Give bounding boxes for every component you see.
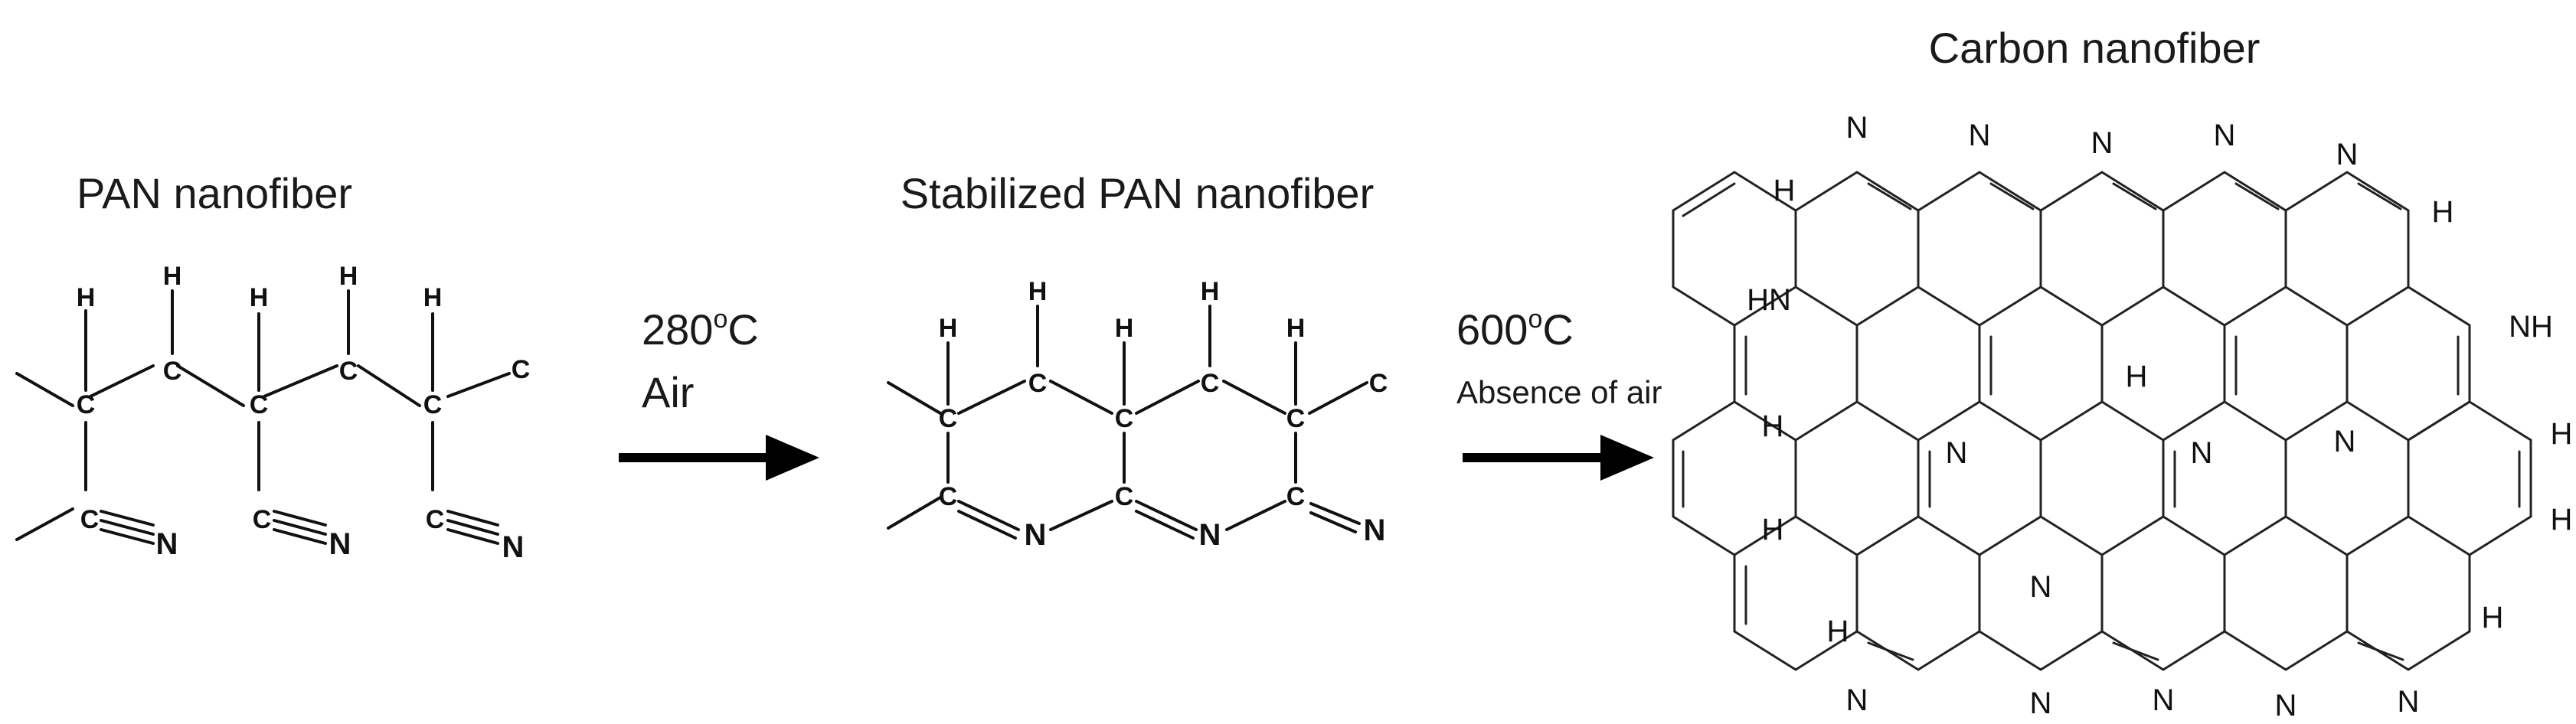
svg-text:H: H — [1762, 409, 1784, 443]
svg-text:N: N — [2214, 119, 2236, 152]
stabilized-pan-structure: H H H H H C C C C C C C C C N N N — [887, 277, 1388, 552]
svg-text:H: H — [1773, 174, 1796, 207]
carbon-nanofiber-title: Carbon nanofiber — [1929, 24, 2261, 72]
svg-text:C: C — [1115, 482, 1134, 511]
pan-nanofiber-title: PAN nanofiber — [77, 169, 352, 217]
step-2-conditions: 600oC Absence of air — [1456, 305, 1662, 410]
svg-text:N: N — [2275, 689, 2297, 722]
step-1-atmosphere: Air — [642, 368, 694, 416]
pan-structure: H H H H H C C C C C C C C C N N N — [15, 262, 531, 564]
svg-text:C: C — [1286, 404, 1306, 433]
svg-text:C: C — [1028, 369, 1048, 398]
svg-text:N: N — [2191, 436, 2213, 470]
svg-text:N: N — [2153, 683, 2175, 717]
svg-text:N: N — [2334, 425, 2356, 458]
svg-text:N: N — [2030, 686, 2052, 720]
svg-text:H: H — [939, 314, 958, 343]
svg-text:N: N — [502, 530, 525, 564]
svg-text:C: C — [77, 390, 96, 419]
svg-text:H: H — [1115, 314, 1134, 343]
step-2-temperature: 600oC — [1456, 305, 1574, 354]
svg-text:C: C — [939, 482, 958, 511]
svg-text:C: C — [339, 357, 358, 386]
svg-text:N: N — [2336, 138, 2359, 171]
svg-text:C: C — [163, 357, 182, 386]
svg-text:NH: NH — [2509, 310, 2553, 344]
svg-text:H: H — [1028, 277, 1048, 306]
svg-text:H: H — [77, 283, 96, 312]
svg-text:C: C — [512, 355, 531, 384]
svg-text:H: H — [423, 283, 443, 312]
svg-text:C: C — [253, 505, 272, 534]
svg-text:C: C — [250, 390, 269, 419]
svg-text:N: N — [156, 527, 178, 561]
svg-text:C: C — [1369, 369, 1388, 398]
svg-text:H: H — [1827, 615, 1849, 648]
svg-text:N: N — [1199, 518, 1221, 552]
step-1-temperature: 280oC — [642, 305, 759, 354]
stabilized-pan-title: Stabilized PAN nanofiber — [901, 169, 1374, 217]
svg-text:N: N — [1364, 514, 1386, 547]
svg-text:H: H — [163, 262, 182, 291]
svg-text:H: H — [2126, 360, 2148, 393]
step-2-arrow — [1463, 435, 1654, 481]
svg-text:N: N — [2091, 126, 2113, 160]
svg-text:H: H — [2432, 195, 2454, 229]
svg-text:C: C — [1201, 369, 1220, 398]
svg-text:N: N — [1969, 119, 1991, 152]
svg-text:N: N — [1846, 683, 1868, 717]
svg-text:C: C — [939, 404, 958, 433]
svg-text:H: H — [1201, 277, 1220, 306]
svg-text:H: H — [250, 283, 269, 312]
svg-text:C: C — [1286, 482, 1306, 511]
svg-text:H: H — [1286, 314, 1306, 343]
svg-text:H: H — [2551, 503, 2573, 536]
step-1-arrow — [619, 435, 819, 481]
svg-text:C: C — [1115, 404, 1134, 433]
svg-text:N: N — [1025, 518, 1047, 552]
step-2-atmosphere: Absence of air — [1456, 374, 1662, 410]
svg-text:C: C — [423, 390, 443, 419]
svg-text:N: N — [1946, 436, 1968, 470]
svg-text:N: N — [1846, 111, 1868, 145]
svg-text:HN: HN — [1747, 283, 1791, 317]
svg-text:C: C — [80, 505, 100, 534]
carbon-nanofiber-structure: N N N N N H H HN NH H H H H H N N N N H … — [1672, 111, 2573, 722]
svg-text:H: H — [2551, 417, 2573, 451]
svg-text:N: N — [329, 527, 351, 561]
svg-text:N: N — [2030, 570, 2052, 604]
svg-text:H: H — [339, 262, 358, 291]
svg-text:C: C — [426, 505, 445, 534]
svg-text:N: N — [2398, 685, 2420, 719]
step-1-conditions: 280oC Air — [642, 305, 759, 416]
svg-text:H: H — [1762, 513, 1784, 546]
svg-text:H: H — [2482, 601, 2504, 634]
